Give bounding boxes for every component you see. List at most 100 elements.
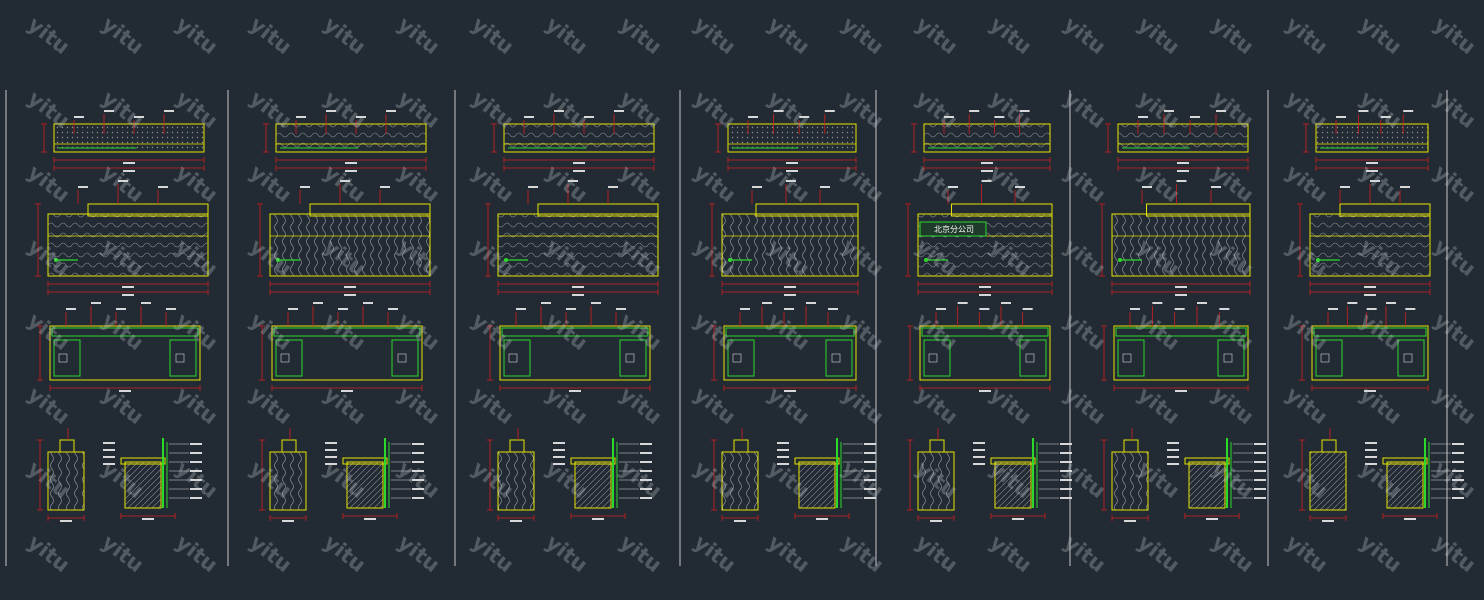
section-body (994, 461, 1032, 509)
side-elevation-outline (269, 451, 307, 511)
leader-label-mark (356, 116, 366, 118)
plan-view-outline (1117, 123, 1249, 153)
elevation-marker (54, 258, 58, 262)
leader-label-mark (936, 308, 946, 310)
leader-label-mark (541, 302, 551, 304)
leader-label-mark (1358, 110, 1369, 112)
section-callout-mark (864, 479, 876, 481)
drawing-sheet (709, 110, 876, 522)
side-elevation-outline (1111, 451, 1149, 511)
elevation-marker (276, 258, 280, 262)
dimension-label-mark (1206, 518, 1218, 520)
leader-label-mark (1176, 180, 1187, 182)
dimension-label-mark (122, 294, 134, 296)
section-label-mark (553, 442, 565, 444)
cabinet-detail (58, 353, 68, 363)
elevation-marker (924, 258, 928, 262)
back-elevation-top (273, 327, 421, 337)
leader-label-mark (524, 116, 534, 118)
cabinet-detail (625, 353, 635, 363)
leader-label-mark (1164, 110, 1174, 112)
section-callout-mark (190, 461, 202, 463)
leader-label-mark (554, 110, 564, 112)
leader-label-mark (957, 302, 968, 304)
leader-label-mark (1138, 116, 1148, 118)
section-label-mark (1167, 456, 1179, 458)
leader-label-mark (616, 308, 626, 310)
leader-label-mark (1190, 116, 1200, 118)
section-label-mark (1167, 449, 1179, 451)
leader-label-mark (116, 308, 126, 310)
leader-label-mark (516, 308, 526, 310)
dimension-label-mark (345, 162, 357, 164)
section-callout-mark (640, 443, 652, 445)
dimension-label-mark (344, 286, 356, 288)
section-callout-mark (864, 443, 876, 445)
section-callout-mark (412, 470, 424, 472)
section-label-mark (553, 456, 565, 458)
leader-label-mark (740, 308, 750, 310)
section-callout-mark (1254, 443, 1266, 445)
leader-label-mark (1328, 308, 1338, 310)
section-body (346, 461, 384, 509)
dimension-label-mark (1012, 518, 1024, 520)
leader-label-mark (1386, 302, 1396, 304)
section-callout-mark (1254, 488, 1266, 490)
section-counter (990, 457, 1036, 465)
dimension-label-mark (981, 170, 993, 172)
dimension-label-mark (930, 520, 942, 522)
dimension-label-mark (784, 286, 796, 288)
side-elevation-top (1123, 439, 1139, 453)
drawing-sheet (1297, 110, 1464, 522)
dimension-label-mark (979, 390, 991, 392)
cabinet-detail (1122, 353, 1132, 363)
elevation-marker (504, 258, 508, 262)
plan-view-outline (53, 123, 205, 153)
leader-label-mark (118, 180, 128, 182)
section-label-mark (103, 456, 115, 458)
elevation-top-step (87, 203, 209, 217)
dimension-label-mark (1177, 162, 1189, 164)
leader-label-mark (584, 116, 594, 118)
section-label-mark (973, 449, 985, 451)
dimension-label-mark (282, 520, 294, 522)
leader-label-mark (981, 180, 992, 182)
cabinet-right (1019, 339, 1047, 377)
dimension-label-mark (572, 286, 584, 288)
dimension-label-mark (1175, 286, 1187, 288)
section-callout-mark (1060, 470, 1072, 472)
elevation-outline (721, 213, 859, 277)
section-label-mark (1365, 463, 1377, 465)
section-label-mark (553, 449, 565, 451)
section-callout-mark (864, 497, 876, 499)
section-callout-mark (1452, 443, 1464, 445)
leader-label-mark (1366, 308, 1377, 310)
leader-label-mark (820, 186, 830, 188)
section-label-mark (103, 463, 115, 465)
section-label-mark (103, 449, 115, 451)
back-elevation-outline (1113, 325, 1249, 381)
dimension-label-mark (510, 520, 522, 522)
leader-label-mark (1347, 302, 1358, 304)
leader-label-mark (1211, 186, 1221, 188)
section-label-mark (1167, 463, 1179, 465)
leader-label-mark (608, 186, 618, 188)
leader-label-mark (1336, 116, 1346, 118)
side-elevation-outline (721, 451, 759, 511)
section-callout-mark (1254, 497, 1266, 499)
dimension-label-mark (1177, 170, 1189, 172)
section-label-mark (1365, 442, 1377, 444)
cabinet-left (503, 339, 531, 377)
section-counter (120, 457, 166, 465)
leader-label-mark (74, 116, 84, 118)
leader-label-mark (1400, 186, 1410, 188)
back-elevation-top (1115, 327, 1247, 337)
dimension-label-mark (786, 170, 798, 172)
plan-view-outline (1315, 123, 1429, 153)
leader-label-mark (300, 186, 310, 188)
plan-view-outline (923, 123, 1051, 153)
leader-label-mark (762, 302, 772, 304)
section-label-mark (325, 442, 337, 444)
section-callout-mark (190, 497, 202, 499)
